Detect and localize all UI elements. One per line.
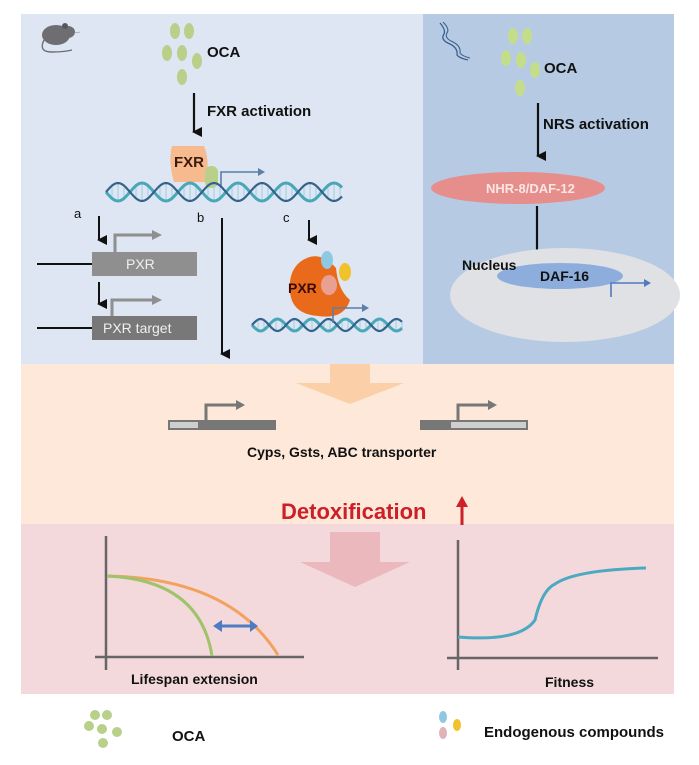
detoxification-label: Detoxification [281, 499, 427, 524]
detox-up-arrow [456, 496, 468, 525]
oca-particles-worm [501, 28, 540, 96]
fxr-activation-label: FXR activation [207, 103, 312, 120]
down-arrow-gene-band [296, 364, 404, 404]
lifespan-chart [95, 536, 304, 670]
fitness-curve [457, 566, 647, 640]
detox-genes-label: Cyps, Gsts, ABC transporter [247, 444, 437, 460]
pxr-target-promoter-arrow [110, 298, 152, 316]
legend-oca-label: OCA [172, 728, 206, 745]
pxr-ligand-pink [321, 275, 337, 295]
dna-strand [104, 181, 344, 203]
legend-endogenous-label: Endogenous compounds [484, 724, 664, 741]
pxr-protein [289, 256, 350, 317]
detox-gene-right [420, 400, 528, 430]
pathway-label-c: c [283, 210, 290, 225]
oca-particles-mouse [162, 23, 202, 85]
lifespan-curve-control [106, 574, 214, 657]
daf16-factor [497, 263, 623, 289]
dna-strand [251, 317, 403, 333]
pxr-transcription-arrow [332, 307, 362, 323]
lifespan-curve-treated [106, 574, 280, 656]
down-arrow-outcome-band [300, 532, 410, 587]
nhr8-daf12-receptor [431, 172, 605, 204]
nrs-activation-label: NRS activation [543, 116, 649, 133]
pathway-label-a: a [74, 206, 82, 221]
pxr-complex-label: PXR [288, 280, 317, 296]
pxr-gene-box [92, 252, 197, 276]
pxr-promoter-arrow [113, 233, 152, 252]
dna-helix-pxr [250, 317, 403, 333]
pxr-target-gene-box [92, 316, 197, 340]
detox-gene-left [168, 400, 276, 430]
lifespan-extension-label: Lifespan extension [131, 671, 258, 687]
endogenous-compounds-icon [439, 711, 461, 739]
endogenous-compound-yellow [339, 263, 351, 281]
fxr-label: FXR [174, 154, 204, 171]
nucleus-label: Nucleus [462, 257, 517, 273]
pathway-label-b: b [197, 210, 205, 225]
daf16-label: DAF-16 [540, 268, 590, 284]
nhr8-daf12-label: NHR-8/DAF-12 [486, 181, 575, 196]
dna-helix-main [104, 181, 344, 203]
mouse-icon [41, 23, 81, 53]
oca-label-mouse: OCA [207, 44, 241, 61]
dna-strand [250, 317, 403, 333]
pxr-target-gene-label: PXR target [103, 320, 172, 336]
fitness-chart [447, 540, 658, 670]
oca-particles-icon [84, 710, 122, 748]
fxr-receptor [170, 146, 208, 182]
worm-icon [439, 21, 471, 61]
dna-strand [105, 181, 343, 203]
fxr-transcription-arrow [220, 171, 258, 188]
pxr-gene-label: PXR [126, 256, 155, 272]
endogenous-compound-blue [321, 251, 333, 269]
daf16-transcription-arrow [610, 282, 644, 297]
fitness-label: Fitness [545, 674, 595, 690]
lifespan-extension-double-arrow [213, 620, 258, 632]
oca-label-worm: OCA [544, 60, 578, 77]
